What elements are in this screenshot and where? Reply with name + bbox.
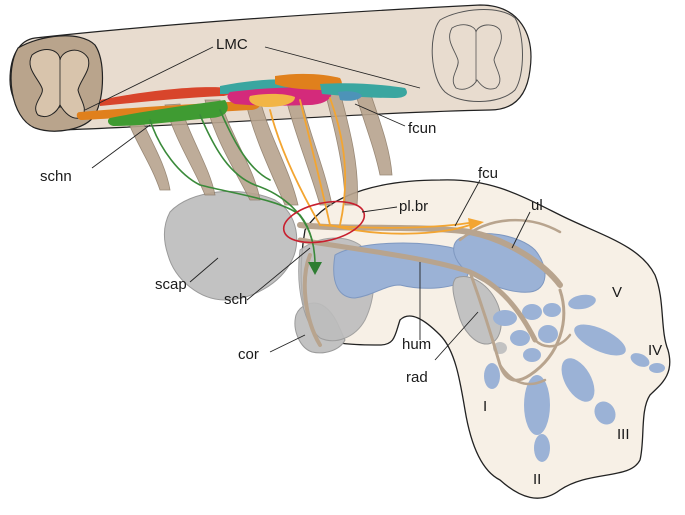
- carpal-3: [543, 303, 561, 317]
- grey-matter-far: [449, 24, 502, 90]
- pool-red: [100, 87, 231, 106]
- spinal-cord-section-far: [431, 9, 523, 102]
- digit-V-bone-1: [568, 294, 596, 310]
- pool-blue: [338, 91, 362, 101]
- label-schn: schn: [40, 168, 72, 185]
- pool-green: [107, 100, 228, 126]
- carpal-5: [538, 325, 558, 343]
- label-fcu: fcu: [478, 165, 498, 182]
- fcu-arrow: [468, 218, 484, 230]
- digit-IV-bone-2: [630, 353, 650, 367]
- sch-arrow: [308, 262, 322, 275]
- label-fcun: fcun: [408, 120, 436, 137]
- digit-III-bone-1: [561, 358, 595, 402]
- label-plbr: pl.br: [399, 198, 428, 215]
- label-scap: scap: [155, 276, 187, 293]
- carpal-6: [523, 348, 541, 362]
- digit-II-bone-1: [524, 375, 550, 435]
- label-sch: sch: [224, 291, 247, 308]
- motor-pools: [76, 73, 407, 126]
- label-digit-II: II: [533, 471, 541, 488]
- schn-axons: [149, 109, 316, 266]
- label-lmc: LMC: [216, 36, 248, 53]
- digit-I-bone-1: [484, 363, 500, 389]
- label-digit-IV: IV: [648, 342, 662, 359]
- label-cor: cor: [238, 346, 259, 363]
- digit-IV-bone-3: [649, 363, 665, 373]
- digit-IV-bone-1: [574, 324, 626, 356]
- label-rad: rad: [406, 369, 428, 386]
- nerve-roots: [124, 91, 393, 206]
- carpal-1: [493, 310, 517, 326]
- label-digit-I: I: [483, 398, 487, 415]
- label-ul: ul: [531, 197, 543, 214]
- leader-lines: [84, 46, 531, 361]
- carpal-2: [522, 304, 542, 320]
- carpal-4: [510, 330, 530, 346]
- plexus-circle: [282, 200, 366, 244]
- digit-III-bone-2: [594, 401, 616, 425]
- pool-yellow: [249, 93, 295, 107]
- digit-II-bone-2: [534, 434, 550, 462]
- label-digit-V: V: [612, 284, 622, 301]
- label-digit-III: III: [617, 426, 630, 443]
- label-hum: hum: [402, 336, 431, 353]
- fcu-axons: [269, 97, 476, 235]
- humerus: [333, 242, 470, 299]
